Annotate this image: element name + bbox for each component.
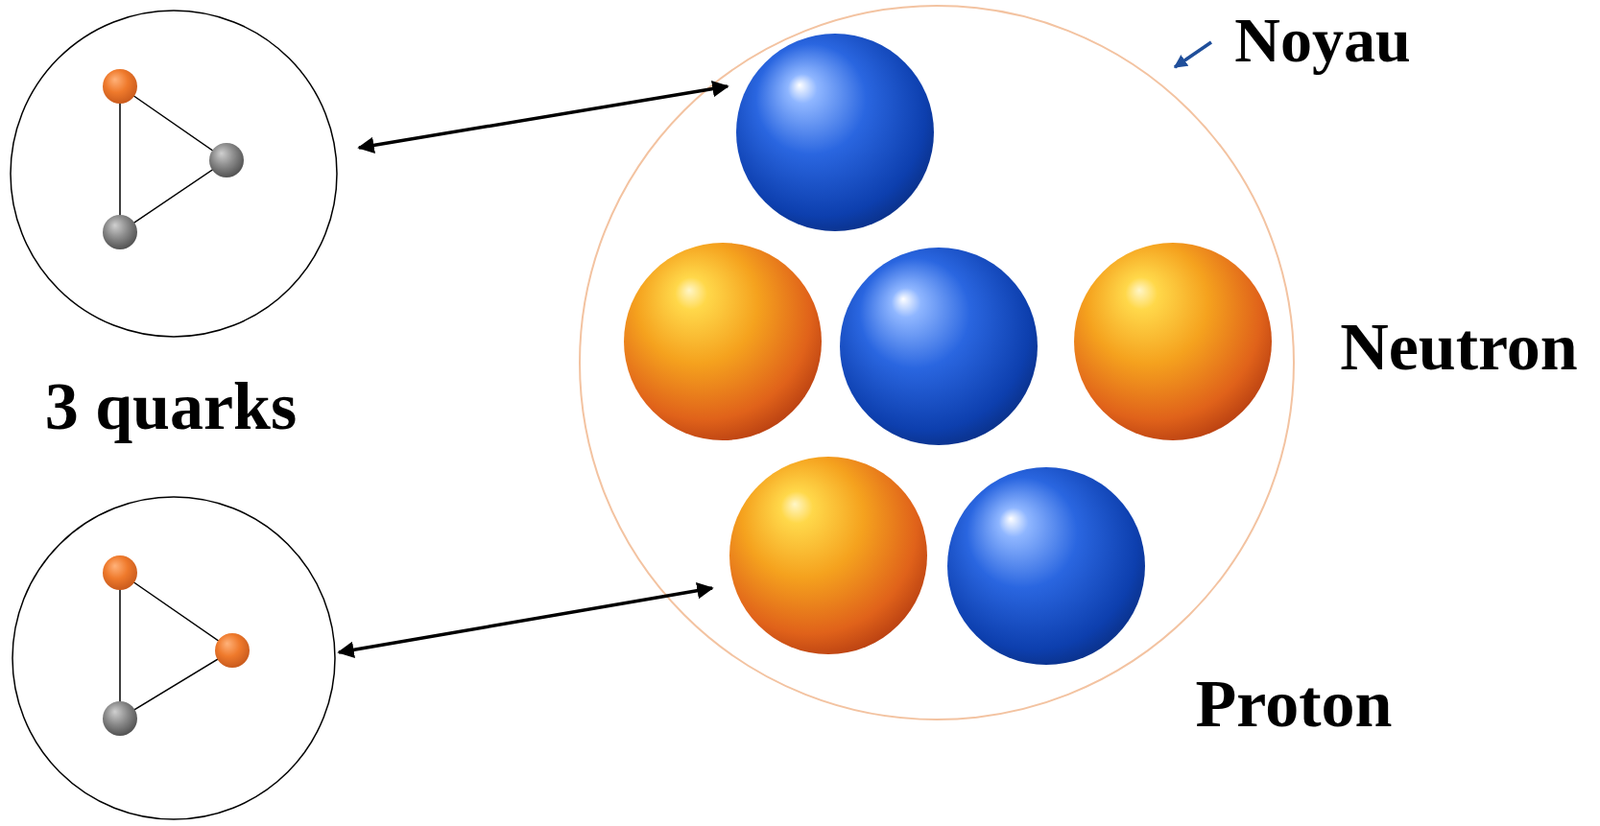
nucleons bbox=[623, 33, 1272, 666]
nucleus-outline bbox=[579, 5, 1294, 720]
quark-bonds bbox=[119, 573, 233, 719]
proton-quarks bbox=[12, 497, 335, 820]
part-label: Neutron bbox=[1339, 309, 1578, 387]
part-label: Noyau bbox=[1234, 3, 1410, 77]
part-label: Proton bbox=[1195, 666, 1393, 744]
neutron-sphere bbox=[839, 247, 1038, 446]
neutron-sphere bbox=[947, 467, 1146, 666]
down-quark bbox=[102, 701, 138, 737]
neutron-sphere bbox=[736, 33, 934, 232]
up-quark bbox=[102, 555, 138, 591]
proton-sphere bbox=[623, 242, 822, 441]
zoom-circle bbox=[10, 10, 337, 337]
down-quark bbox=[102, 214, 138, 250]
up-quark bbox=[214, 633, 250, 669]
leader-arrow bbox=[1174, 42, 1212, 68]
zoom-circle bbox=[12, 497, 335, 820]
part-label: 3 quarks bbox=[45, 368, 298, 447]
up-quark bbox=[102, 69, 138, 104]
down-quark bbox=[209, 143, 244, 178]
neutron-quarks bbox=[10, 10, 337, 337]
proton-sphere bbox=[729, 456, 928, 655]
zoom-arrow bbox=[358, 86, 728, 148]
zoom-arrow bbox=[338, 588, 713, 653]
proton-sphere bbox=[1074, 242, 1272, 441]
